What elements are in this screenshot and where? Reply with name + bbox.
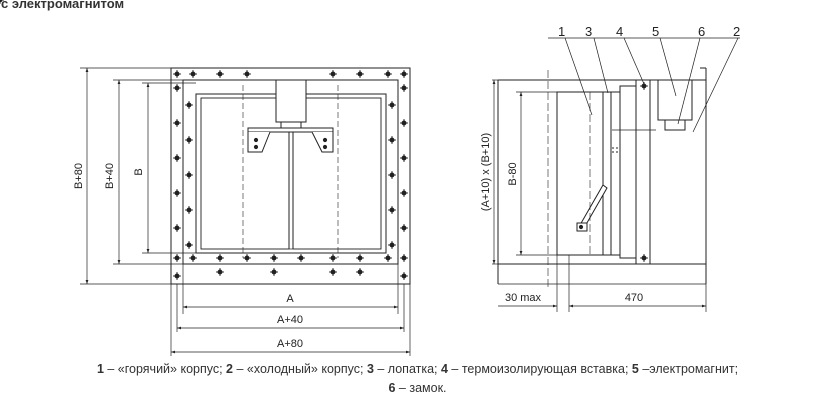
drawing-heading: с электромагнитом — [1, 0, 125, 11]
legend-line-1: 1 – «горячий» корпус; 2 – «холодный» кор… — [0, 360, 835, 379]
dim-30-max: 30 max — [505, 292, 542, 304]
legend-text: – замок. — [395, 381, 447, 395]
dim-b40: B+40 — [104, 163, 116, 189]
legend-number: 2 — [226, 362, 233, 376]
blade — [602, 91, 612, 256]
legend-text: – «холодный» корпус; — [233, 362, 367, 376]
callout-1: 1 — [558, 24, 565, 39]
dim-a: A — [286, 293, 294, 305]
side-view — [492, 37, 740, 312]
side-lock — [664, 119, 686, 131]
front-flange-outer — [170, 67, 411, 285]
dim-a80: A+80 — [277, 338, 303, 350]
callout-4: 4 — [616, 24, 623, 39]
legend-text: –электромагнит; — [638, 362, 739, 376]
dim-b-minus-80: B-80 — [507, 162, 519, 185]
front-vertical-dims — [80, 67, 196, 285]
dim-a40: A+40 — [277, 314, 303, 326]
legend-number: 4 — [441, 362, 448, 376]
side-electromagnet — [657, 79, 693, 121]
legend-line-2: 6 – замок. — [0, 379, 835, 398]
callout-6: 6 — [698, 24, 705, 39]
legend-text: – лопатка; — [373, 362, 441, 376]
legend-number: 3 — [366, 362, 374, 376]
dim-section: (A+10) x (B+10) — [480, 133, 492, 211]
dim-b80: B+80 — [73, 163, 85, 189]
callout-5: 5 — [652, 24, 659, 39]
front-lever — [247, 127, 334, 133]
legend-text: – «горячий» корпус; — [103, 362, 227, 376]
legend-number: 1 — [96, 362, 104, 376]
front-horizontal-dims — [170, 264, 411, 356]
dim-470: 470 — [625, 292, 643, 304]
flange-bolts — [0, 0, 409, 281]
callout-2: 2 — [733, 24, 740, 39]
legend: 1 – «горячий» корпус; 2 – «холодный» кор… — [0, 360, 835, 398]
legend-number: 6 — [388, 381, 396, 395]
legend-number: 5 — [631, 362, 639, 376]
dim-b: B — [133, 168, 145, 175]
front-view — [0, 0, 411, 356]
legend-text: – термоизолирующая вставка; — [447, 362, 632, 376]
callout-3: 3 — [585, 24, 592, 39]
front-electromagnet — [275, 79, 307, 123]
